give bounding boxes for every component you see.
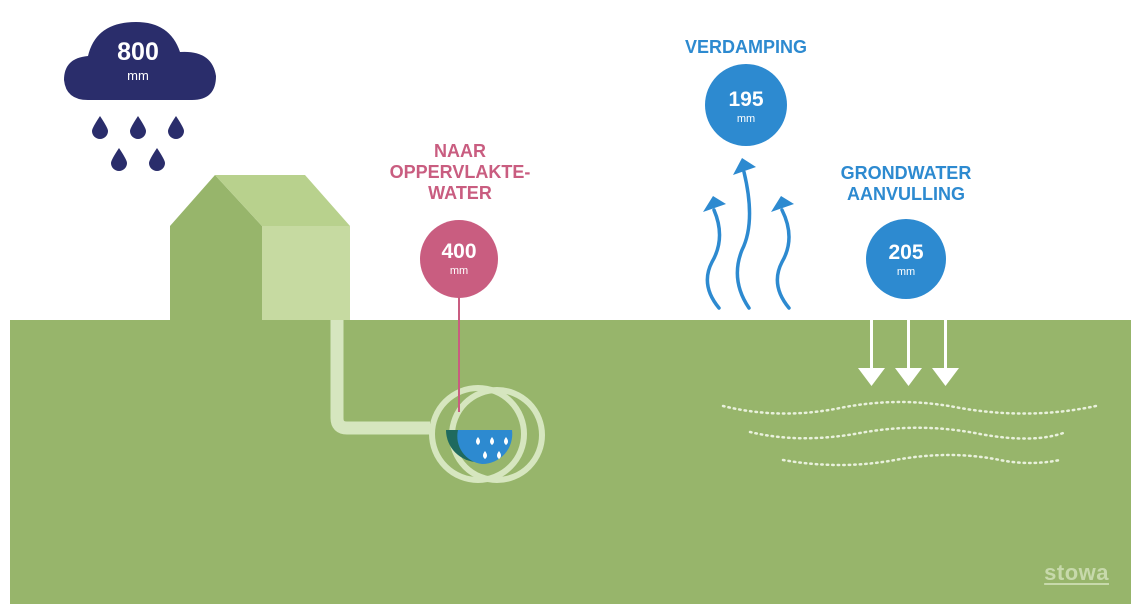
- surface-water-circle: [420, 220, 498, 298]
- raindrop-icon: [483, 451, 487, 459]
- stowa-logo: stowa: [1044, 560, 1109, 585]
- groundwater-value: 205: [888, 241, 924, 264]
- groundwater-waves: [721, 400, 1098, 467]
- surface-water-unit: mm: [449, 265, 469, 277]
- rain-unit: mm: [127, 68, 149, 83]
- surface-water-heading-line: WATER: [428, 183, 492, 203]
- groundwater-heading-line: AANVULLING: [847, 184, 965, 204]
- cloud-icon: [64, 22, 216, 100]
- groundwater-arrows: [858, 320, 959, 386]
- down-arrow-icon: [932, 320, 959, 386]
- down-arrow-icon: [858, 320, 885, 386]
- evaporation-circle: [705, 64, 787, 146]
- raindrop-icon: [149, 148, 165, 171]
- groundwater-heading: GRONDWATER AANVULLING: [816, 163, 996, 205]
- groundwater-wave-icon: [748, 426, 1068, 440]
- evaporation-arrow-icon: [705, 208, 722, 310]
- raindrop-icon: [111, 148, 127, 171]
- surface-water-heading: NAAR OPPERVLAKTE- WATER: [380, 141, 540, 204]
- evaporation-unit: mm: [736, 113, 756, 125]
- down-arrow-icon: [895, 320, 922, 386]
- raindrop-icon: [168, 116, 184, 139]
- groundwater-unit: mm: [896, 266, 916, 278]
- surface-water-value: 400: [441, 240, 477, 263]
- raindrop-icon: [476, 437, 480, 445]
- rain-drops: [92, 116, 184, 171]
- sewer-drops: [476, 437, 508, 459]
- house-icon: [170, 175, 350, 320]
- rain-value: 800: [117, 38, 159, 66]
- sewer-pipe-icon: [429, 385, 545, 483]
- surface-water-heading-line: NAAR: [434, 141, 486, 161]
- raindrop-icon: [504, 437, 508, 445]
- groundwater-wave-icon: [781, 453, 1062, 467]
- groundwater-circle: [866, 219, 946, 299]
- evaporation-arrow-icon: [735, 170, 752, 310]
- pipe-icon: [330, 320, 430, 435]
- raindrop-icon: [490, 437, 494, 445]
- raindrop-icon: [92, 116, 108, 139]
- evaporation-arrow-icon: [775, 208, 791, 310]
- groundwater-wave-icon: [721, 400, 1098, 415]
- groundwater-heading-line: GRONDWATER: [840, 163, 972, 183]
- raindrop-icon: [497, 451, 501, 459]
- evaporation-value: 195: [728, 88, 764, 111]
- surface-water-heading-line: OPPERVLAKTE-: [389, 162, 531, 182]
- evaporation-arrows: [705, 170, 791, 310]
- evaporation-heading: VERDAMPING: [684, 37, 807, 57]
- raindrop-icon: [130, 116, 146, 139]
